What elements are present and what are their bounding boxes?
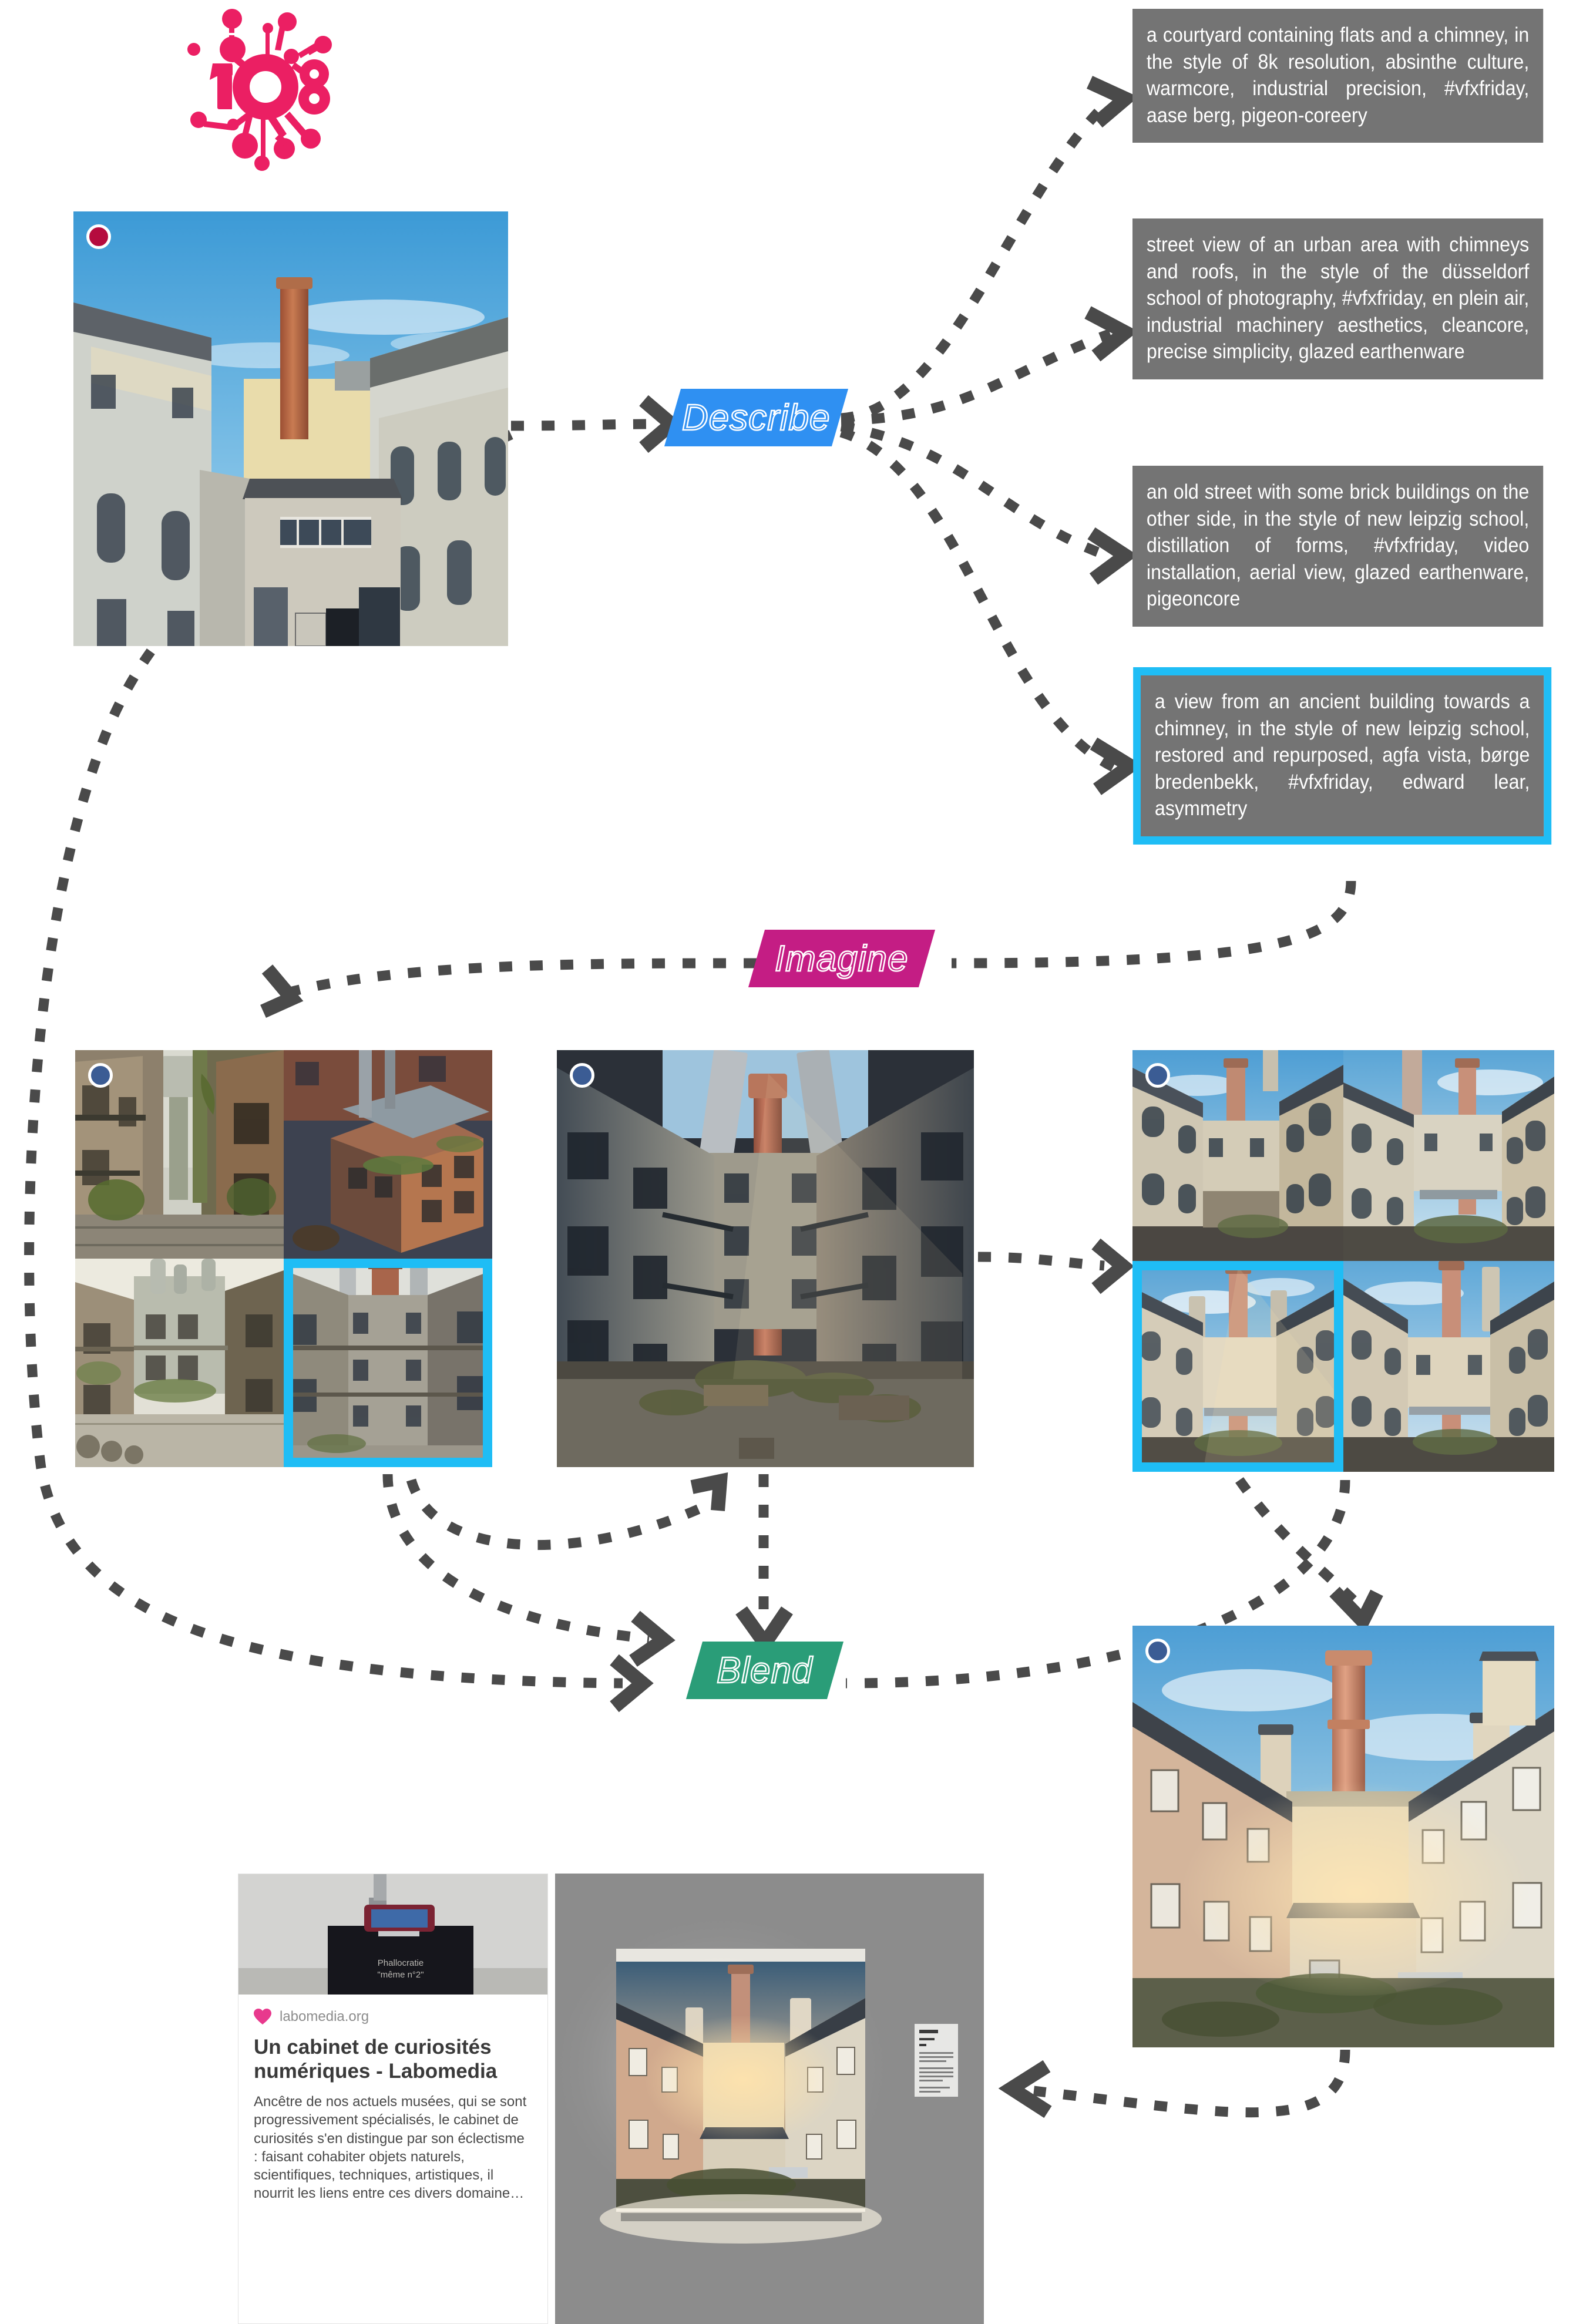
card-body: labomedia.org Un cabinet de curiosités n… [238,1995,547,2208]
process-describe[interactable]: Describe [664,389,849,446]
source-marker-dot [86,224,111,249]
blended-final-image[interactable] [1132,1626,1554,2047]
svg-text:"même n°2": "même n°2" [377,1970,424,1980]
card-exhibit-label: Phallocratie [378,1958,424,1968]
gallery-installation-photo[interactable] [555,1874,984,2324]
grid-b-quadrant-4[interactable] [1343,1261,1554,1472]
final-marker-dot [1145,1639,1170,1663]
grid-a-quadrant-3[interactable] [75,1259,284,1467]
heart-icon [254,2009,271,2024]
imagine-grid-a[interactable] [75,1050,492,1467]
grid-b-marker-dot [1145,1063,1170,1088]
prompt-box-2[interactable]: street view of an urban area with chimne… [1132,218,1544,379]
prompt-box-1[interactable]: a courtyard containing flats and a chimn… [1132,9,1544,143]
grid-a-quadrant-4-selected[interactable] [284,1259,492,1467]
upscaled-variation[interactable] [557,1050,974,1467]
process-blend-label: Blend [716,1649,814,1691]
prompt-box-3[interactable]: an old street with some brick buildings … [1132,466,1544,627]
labomedia-article-card[interactable]: Phallocratie "même n°2" labomedia.org Un… [238,1874,548,2324]
card-domain: labomedia.org [280,2009,369,2024]
card-thumbnail: Phallocratie "même n°2" [238,1874,547,1995]
108-logo [176,0,364,194]
grid-b-quadrant-1[interactable] [1132,1050,1343,1261]
card-title: Un cabinet de curiosités numériques - La… [254,2036,498,2083]
process-imagine-label: Imagine [774,937,909,980]
process-describe-label: Describe [681,396,831,439]
process-imagine[interactable]: Imagine [748,930,936,987]
grid-a-quadrant-2[interactable] [284,1050,492,1259]
prompt-box-4-selected[interactable]: a view from an ancient building towards … [1133,667,1552,845]
card-source-row: labomedia.org [254,2009,532,2025]
wall-label-text [919,2030,938,2046]
grid-b-quadrant-3-selected[interactable] [1132,1261,1343,1472]
imagine-grid-b[interactable] [1132,1050,1554,1472]
grid-b-quadrant-2[interactable] [1343,1050,1554,1261]
card-description: Ancêtre de nos actuels musées, qui se so… [254,2094,527,2202]
source-photograph[interactable] [73,211,508,646]
grid-a-marker-dot [88,1063,113,1088]
upscaled-marker-dot [570,1063,594,1088]
process-blend[interactable]: Blend [685,1642,844,1699]
